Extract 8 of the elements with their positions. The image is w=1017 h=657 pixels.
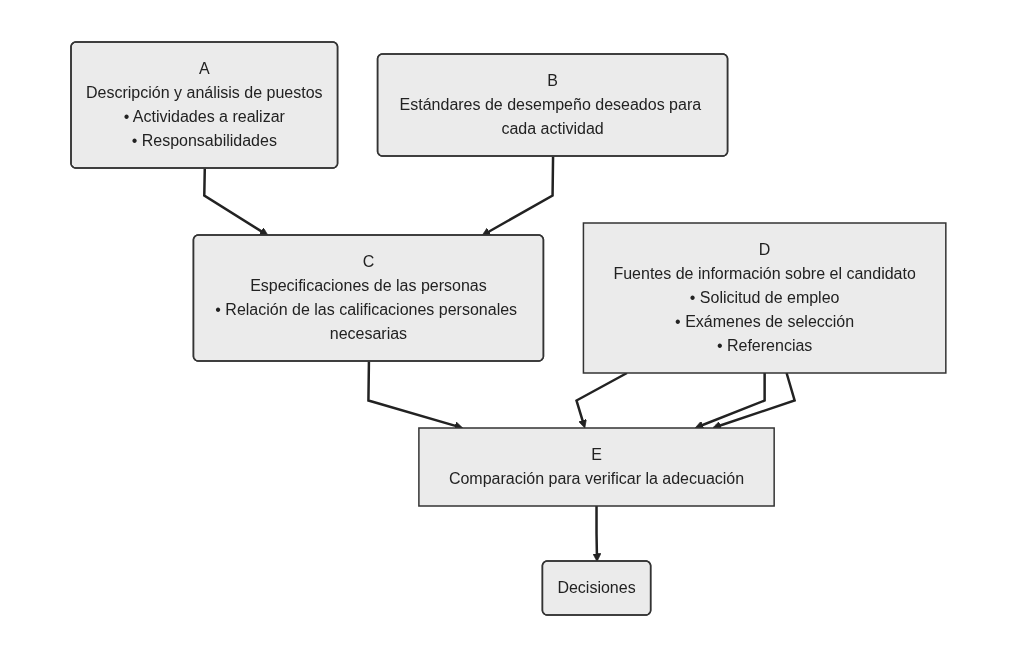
arrow (203, 168, 269, 236)
arrow (712, 372, 797, 430)
node-box: E Comparación para verificar la adecuación (418, 427, 775, 507)
arrow (481, 156, 555, 236)
arrow (694, 373, 766, 430)
arrow (592, 506, 602, 562)
node-box: D Fuentes de información sobre el candidato • Solicitud de empleo • Exámenes de selección • Referencias (582, 222, 947, 374)
arrow (367, 361, 464, 430)
